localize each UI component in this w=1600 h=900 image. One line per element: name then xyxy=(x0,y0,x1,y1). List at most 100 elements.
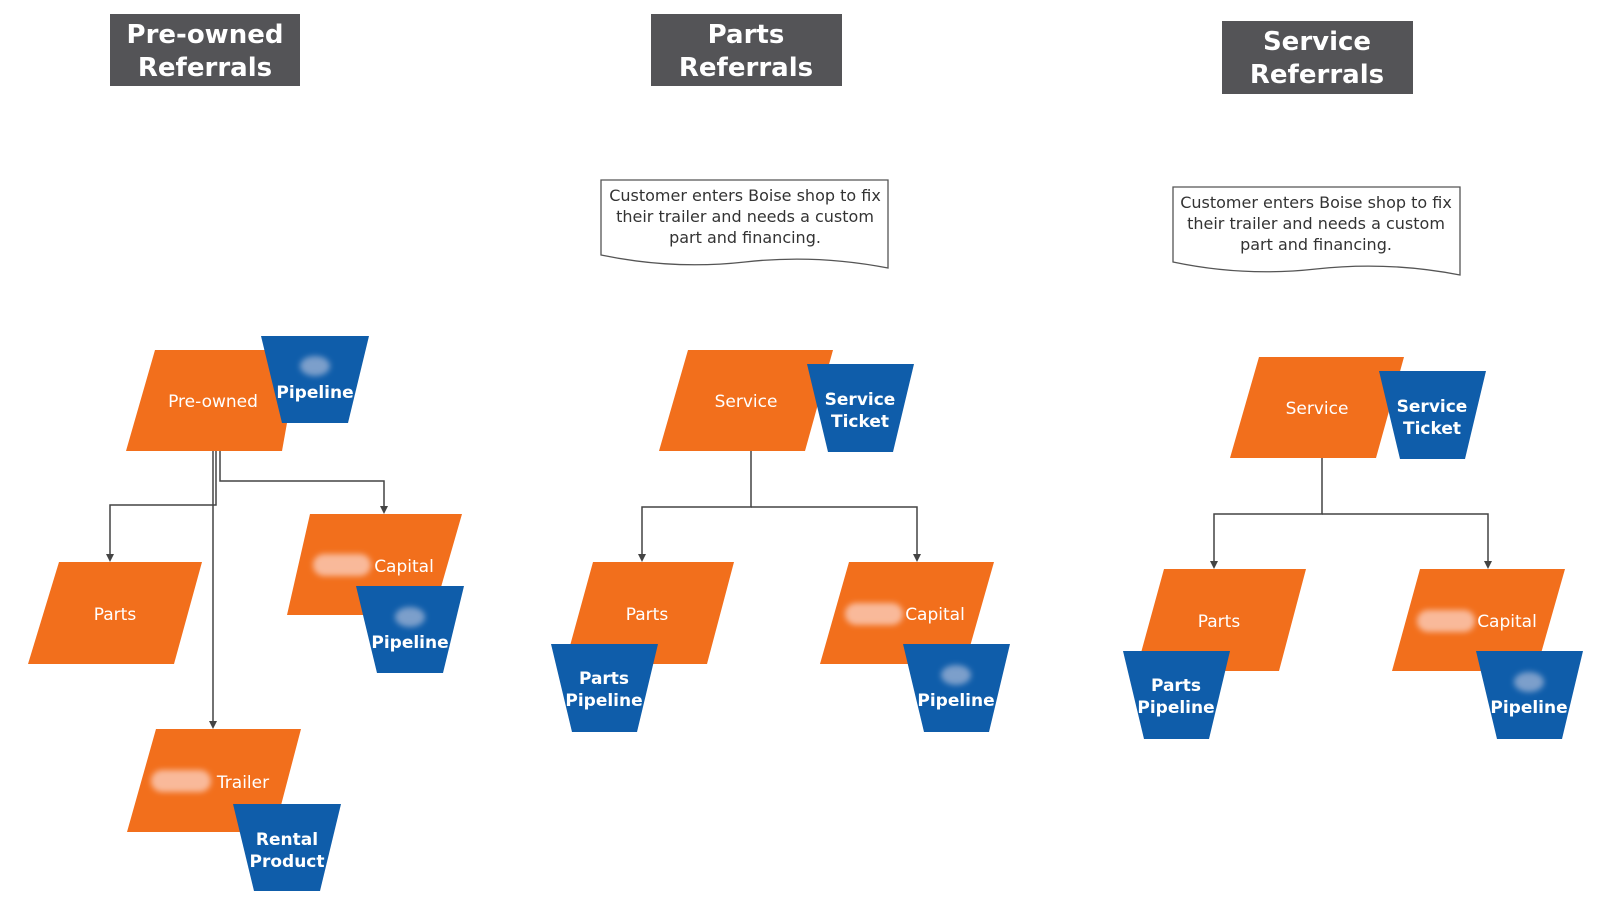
service-header-box xyxy=(1222,21,1413,94)
service-header: Service Referrals xyxy=(1222,21,1413,94)
tag-service-service-ticket[interactable]: Service Ticket xyxy=(1379,371,1486,459)
tag-parts-capital-pipeline-shape xyxy=(903,644,1010,732)
parts-header: Parts Referrals xyxy=(651,14,842,86)
redacted-logo-icon xyxy=(845,603,903,625)
tag-parts-service-ticket[interactable]: Service Ticket xyxy=(807,364,914,452)
arrowhead-icon xyxy=(106,554,114,562)
parts-note-line-2: their trailer and needs a custom xyxy=(616,207,874,226)
arrowhead-icon xyxy=(1210,561,1218,569)
node-parts-service-label: Service xyxy=(715,392,778,412)
tag-parts-parts-pipeline[interactable]: Parts Pipeline xyxy=(551,644,658,732)
service-header-line-1: Service xyxy=(1263,27,1371,57)
preowned-header-line-2: Referrals xyxy=(138,53,272,83)
tag-preowned-pipeline-label: Pipeline xyxy=(276,383,353,403)
tag-preowned-capital-pipeline[interactable]: Pipeline xyxy=(356,586,464,673)
tag-preowned-capital-pipeline-shape xyxy=(356,586,464,673)
node-parts-parts[interactable]: Parts xyxy=(565,562,734,664)
node-service-parts-shape xyxy=(1136,569,1306,671)
redacted-logo-icon xyxy=(1514,672,1544,692)
column-service: Service Referrals Customer enters Boise … xyxy=(1123,21,1583,739)
service-note-line-3: part and financing. xyxy=(1240,235,1392,254)
tag-parts-service-ticket-line-2: Ticket xyxy=(831,412,889,432)
node-service-service-label: Service xyxy=(1286,399,1349,419)
node-service-capital[interactable]: Capital xyxy=(1392,569,1565,671)
connector-preowned-to-parts xyxy=(109,451,217,556)
service-header-line-2: Referrals xyxy=(1250,60,1384,90)
preowned-header-box xyxy=(110,14,300,86)
service-connectors xyxy=(1210,458,1492,569)
node-parts-parts-label: Parts xyxy=(626,605,669,625)
redacted-logo-icon xyxy=(941,665,971,685)
tag-preowned-pipeline[interactable]: Pipeline xyxy=(261,336,369,423)
node-preowned-capital-label: Capital xyxy=(374,557,434,577)
tag-parts-capital-pipeline-label: Pipeline xyxy=(917,691,994,711)
tag-service-capital-pipeline-shape xyxy=(1476,651,1583,739)
tag-service-service-ticket-shape xyxy=(1379,371,1486,459)
service-note-shape xyxy=(1172,186,1461,276)
redacted-logo-icon xyxy=(1417,610,1475,632)
tag-service-parts-pipeline-line-1: Parts xyxy=(1151,676,1201,696)
node-service-service[interactable]: Service xyxy=(1230,357,1404,458)
tag-service-capital-pipeline[interactable]: Pipeline xyxy=(1476,651,1583,739)
tag-service-capital-pipeline-label: Pipeline xyxy=(1490,698,1567,718)
service-note-line-1: Customer enters Boise shop to fix xyxy=(1180,193,1452,212)
preowned-header: Pre-owned Referrals xyxy=(110,14,300,86)
node-preowned-parts-shape xyxy=(28,562,202,664)
arrowhead-icon xyxy=(913,554,921,562)
tag-preowned-rental-product-shape xyxy=(233,804,341,891)
parts-note-line-3: part and financing. xyxy=(669,228,821,247)
connector-service-to-parts xyxy=(1213,458,1323,563)
connector-service-to-parts xyxy=(641,451,752,556)
tag-preowned-pipeline-shape xyxy=(261,336,369,423)
tag-parts-parts-pipeline-line-1: Parts xyxy=(579,669,629,689)
tag-parts-capital-pipeline[interactable]: Pipeline xyxy=(903,644,1010,732)
node-service-capital-shape xyxy=(1392,569,1565,671)
tag-preowned-rental-product-line-2: Product xyxy=(250,852,325,872)
node-parts-capital[interactable]: Capital xyxy=(820,562,994,664)
tag-parts-parts-pipeline-line-2: Pipeline xyxy=(565,691,642,711)
preowned-header-line-1: Pre-owned xyxy=(127,20,284,50)
arrowhead-icon xyxy=(1484,561,1492,569)
node-preowned-shape xyxy=(126,350,300,451)
node-service-service-shape xyxy=(1230,357,1404,458)
parts-note-line-1: Customer enters Boise shop to fix xyxy=(609,186,881,205)
redacted-logo-icon xyxy=(313,554,371,576)
arrowhead-icon xyxy=(638,554,646,562)
redacted-logo-icon xyxy=(151,770,211,792)
parts-connectors xyxy=(638,451,921,562)
tag-preowned-rental-product[interactable]: Rental Product xyxy=(233,804,341,891)
arrowhead-icon xyxy=(380,506,388,514)
tag-service-parts-pipeline[interactable]: Parts Pipeline xyxy=(1123,651,1230,739)
tag-parts-parts-pipeline-shape xyxy=(551,644,658,732)
redacted-logo-icon xyxy=(395,607,425,627)
node-preowned-label: Pre-owned xyxy=(168,392,258,412)
node-service-parts[interactable]: Parts xyxy=(1136,569,1306,671)
redacted-logo-icon xyxy=(300,356,330,376)
column-parts: Parts Referrals Customer enters Boise sh… xyxy=(551,14,1010,732)
column-preowned: Pre-owned Referrals Pre-owned Pipeline P… xyxy=(28,14,464,891)
tag-service-service-ticket-line-2: Ticket xyxy=(1403,419,1461,439)
node-parts-service[interactable]: Service xyxy=(659,350,833,451)
tag-preowned-rental-product-line-1: Rental xyxy=(256,830,318,850)
node-preowned-parts[interactable]: Parts xyxy=(28,562,202,664)
service-note-line-2: their trailer and needs a custom xyxy=(1187,214,1445,233)
connector-service-to-capital xyxy=(1322,513,1489,563)
node-parts-capital-shape xyxy=(820,562,994,664)
node-preowned[interactable]: Pre-owned xyxy=(126,350,300,451)
tag-service-parts-pipeline-shape xyxy=(1123,651,1230,739)
arrowhead-icon xyxy=(209,721,217,729)
parts-scenario-note: Customer enters Boise shop to fix their … xyxy=(600,179,889,269)
node-parts-capital-label: Capital xyxy=(905,605,965,625)
node-preowned-parts-label: Parts xyxy=(94,605,137,625)
node-service-parts-label: Parts xyxy=(1198,612,1241,632)
tag-service-parts-pipeline-line-2: Pipeline xyxy=(1137,698,1214,718)
parts-header-box xyxy=(651,14,842,86)
node-preowned-trailer-label: Trailer xyxy=(216,773,269,793)
tag-service-service-ticket-line-1: Service xyxy=(1397,397,1468,417)
parts-note-shape xyxy=(600,179,889,269)
node-parts-service-shape xyxy=(659,350,833,451)
service-scenario-note: Customer enters Boise shop to fix their … xyxy=(1172,186,1461,276)
connector-service-to-capital xyxy=(751,506,918,556)
parts-header-line-1: Parts xyxy=(708,20,785,50)
connector-preowned-to-capital xyxy=(219,451,385,508)
